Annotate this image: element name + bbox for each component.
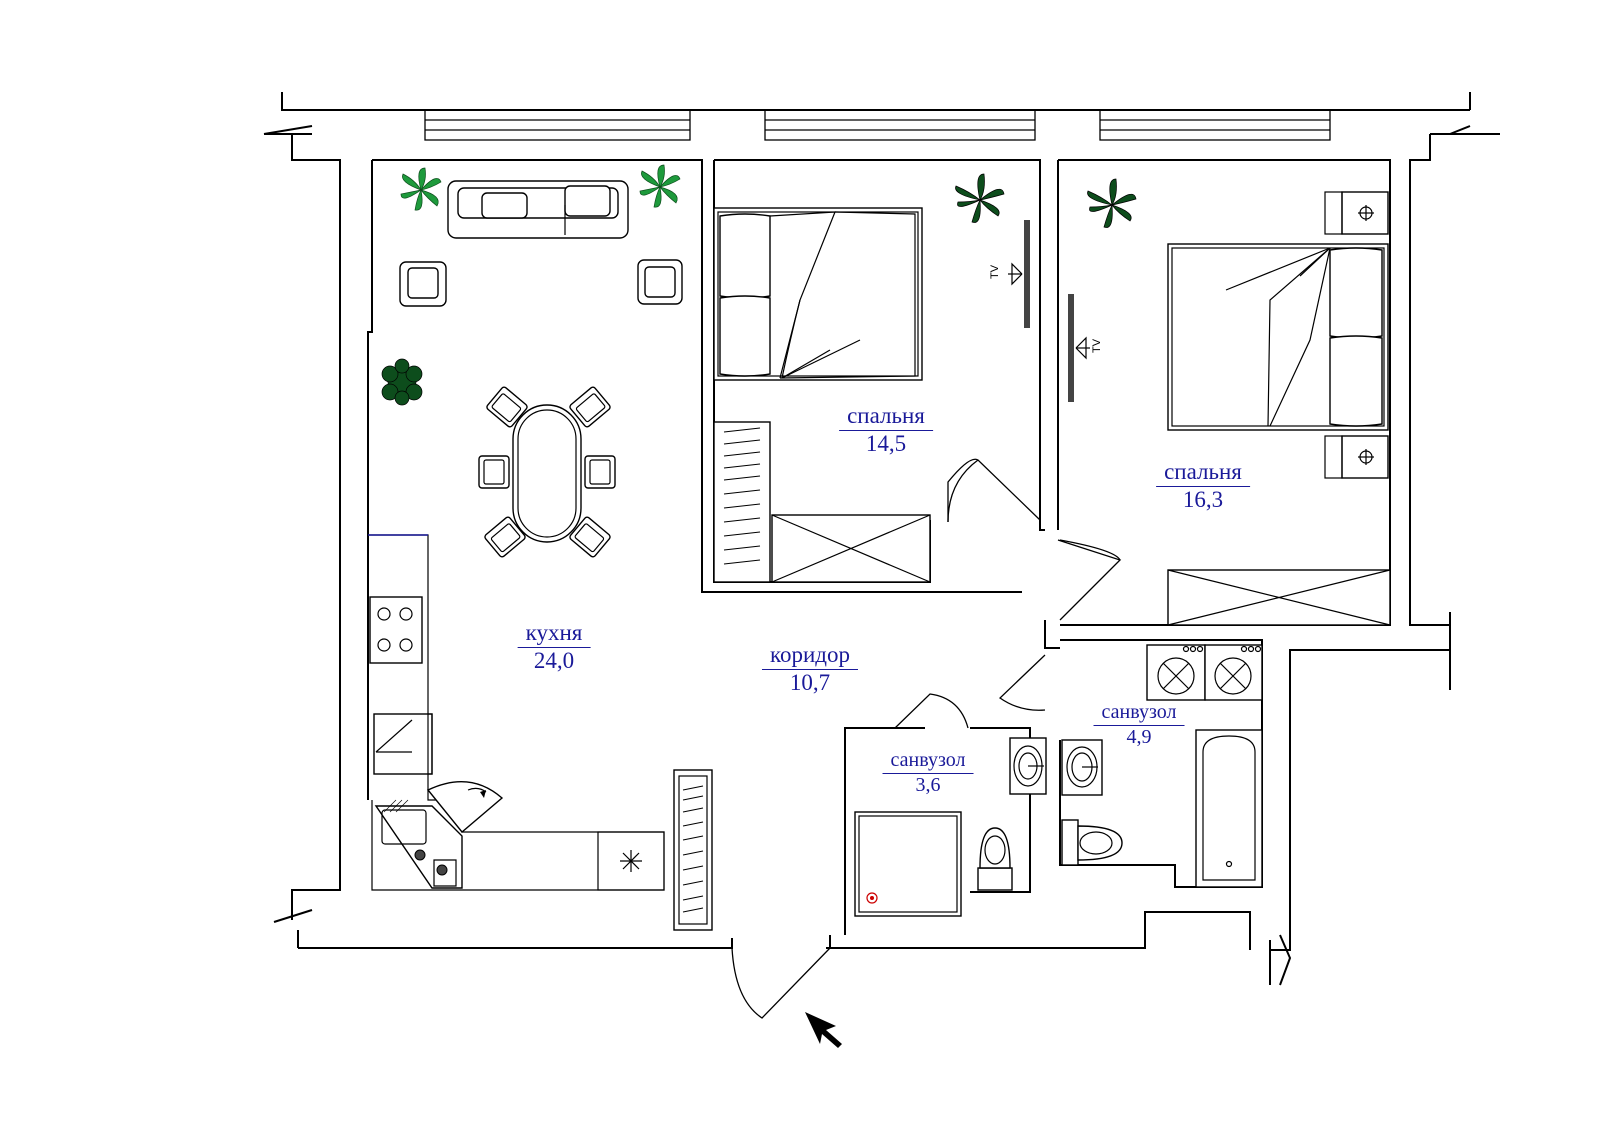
armchair-icon	[637, 259, 683, 305]
room-label-bedroom-2: спальня 16,3	[1156, 459, 1250, 513]
room-name: кухня	[517, 620, 591, 649]
sink-icon	[1061, 739, 1103, 796]
room-name: коридор	[761, 642, 859, 671]
dining-table-icon	[512, 404, 582, 543]
tv-label: TV	[989, 264, 1002, 280]
sofa-icon	[447, 180, 629, 239]
toilet-icon	[977, 827, 1013, 891]
washing-machine-icon	[1204, 644, 1263, 701]
stove-icon	[369, 596, 423, 664]
plant-icon	[381, 358, 423, 406]
sink-icon	[374, 799, 463, 889]
room-area: 4,9	[1126, 726, 1152, 748]
plant-icon	[400, 167, 442, 211]
dishwasher-icon	[426, 780, 504, 833]
plant-icon	[955, 173, 1005, 223]
entrance-arrow-icon	[805, 1012, 842, 1048]
appliance-icon	[597, 831, 665, 891]
chair-icon	[478, 386, 616, 558]
room-label-corridor: коридор 10,7	[761, 642, 859, 696]
room-area: 14,5	[865, 431, 907, 457]
room-label-bathroom-1: санвузол 3,6	[882, 749, 974, 796]
room-label-kitchen: кухня 24,0	[517, 620, 591, 674]
room-area: 3,6	[915, 774, 941, 796]
sink-icon	[1009, 737, 1047, 795]
room-name: спальня	[1156, 459, 1250, 488]
outer-walls	[263, 92, 1500, 986]
room-name: спальня	[839, 403, 933, 432]
fridge-icon	[373, 713, 433, 775]
armchair-icon	[399, 261, 447, 307]
room-area: 10,7	[789, 670, 831, 696]
shower-icon	[854, 811, 962, 917]
nightstand-icon	[1324, 191, 1389, 235]
closet-icon	[771, 514, 931, 583]
doors	[731, 458, 1122, 1019]
plant-icon	[639, 164, 681, 208]
nightstand-icon	[1324, 435, 1389, 479]
room-name: санвузол	[882, 749, 974, 774]
room-area: 16,3	[1182, 487, 1224, 513]
bed-icon	[1167, 243, 1389, 431]
room-label-bathroom-2: санвузол 4,9	[1093, 701, 1185, 748]
wardrobe-icon	[673, 769, 713, 931]
bathtub-icon	[1195, 729, 1263, 888]
room-label-bedroom-1: спальня 14,5	[839, 403, 933, 457]
toilet-icon	[1061, 819, 1123, 866]
room-area: 24,0	[533, 648, 575, 674]
bed-icon	[713, 207, 923, 381]
plant-icon	[1087, 178, 1137, 228]
wardrobe-icon	[713, 421, 771, 583]
tv-icon	[1008, 220, 1030, 328]
washing-machine-icon	[1146, 644, 1206, 701]
room-name: санвузол	[1093, 701, 1185, 726]
closet-icon	[1167, 569, 1391, 626]
tv-icon	[1068, 294, 1090, 402]
tv-label: TV	[1091, 338, 1104, 354]
